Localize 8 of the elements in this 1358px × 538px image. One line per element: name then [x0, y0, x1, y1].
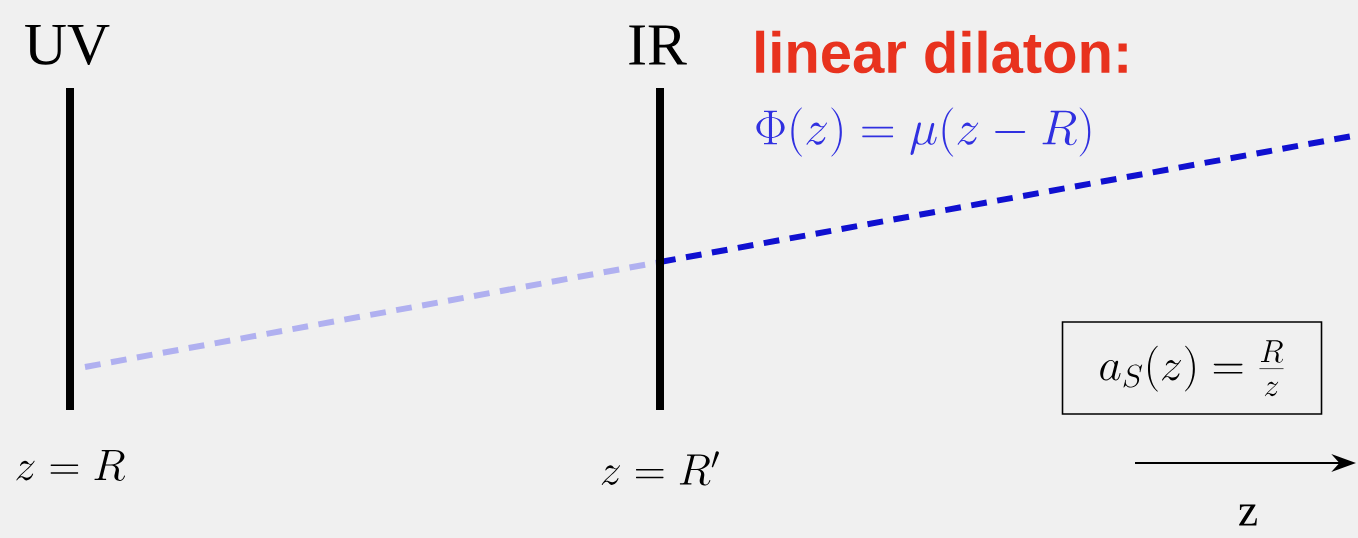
- position-label: $z = R'$: [601, 451, 719, 486]
- axis-label: z: [1239, 504, 1257, 526]
- heading: linear dilaton:: [756, 30, 1127, 74]
- brane-label: IR: [629, 25, 687, 65]
- formula-box: $a_S(z) = \frac{R}{z}$: [1061, 321, 1323, 415]
- position-label: $z = R$: [16, 450, 125, 481]
- brane-label: UV: [25, 24, 110, 65]
- formula: $\Phi(z) = \mu(z - R)$: [756, 107, 1091, 157]
